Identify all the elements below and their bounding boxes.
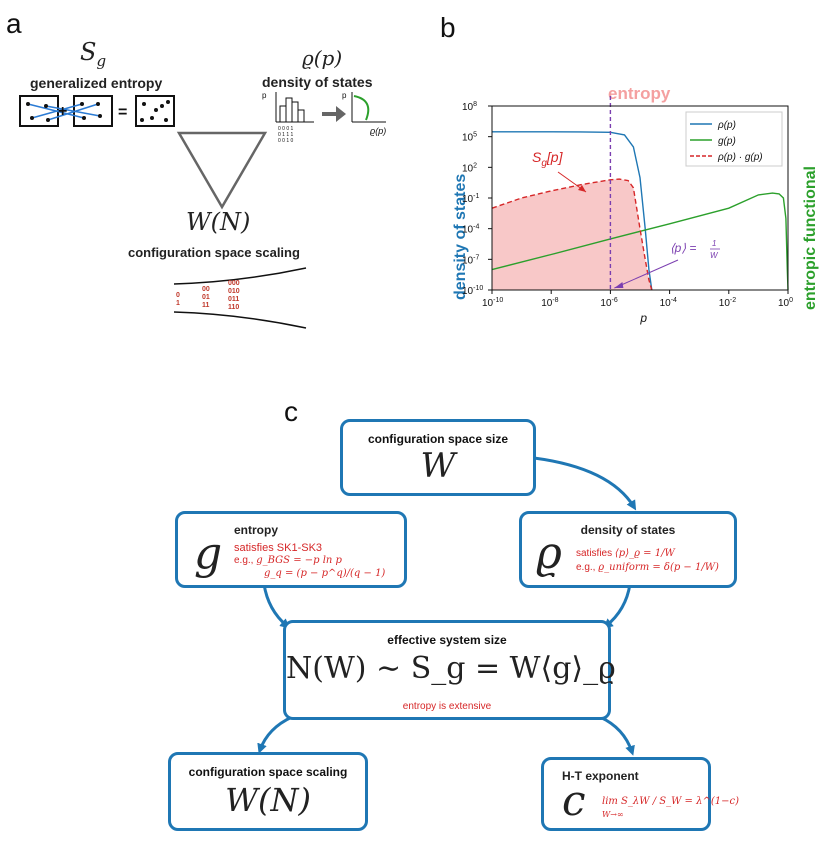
rho-big-symbol: ϱ bbox=[536, 528, 562, 579]
y-tick-label-3: 10-1 bbox=[462, 193, 479, 205]
svg-text:0 1 1 1: 0 1 1 1 bbox=[278, 132, 294, 138]
sg-shaded-area bbox=[492, 179, 652, 290]
x-tick-label-5: 100 bbox=[778, 297, 793, 309]
hist-axis-p: p bbox=[262, 91, 267, 100]
mean-p-annotation: ⟨p⟩ = bbox=[670, 241, 696, 255]
entropy-title: entropy bbox=[234, 523, 279, 537]
mean-p-formula: ⟨p⟩_ϱ = 1/W bbox=[614, 548, 675, 559]
funnel-curves-icon bbox=[173, 267, 307, 329]
effective-system-size-title: effective system size bbox=[387, 633, 507, 647]
x-tick-label-3: 10-4 bbox=[660, 297, 677, 309]
rho-symbol: ϱ(p) bbox=[302, 46, 343, 70]
panel-c-letter: c bbox=[284, 396, 298, 427]
panel-a-letter: a bbox=[6, 8, 22, 39]
x-tick-label-0: 10-10 bbox=[482, 297, 503, 309]
y-tick-label-5: 105 bbox=[462, 132, 477, 144]
mean-frac-bottom: W bbox=[710, 251, 719, 260]
ht-limit-sub: W→∞ bbox=[602, 810, 624, 819]
entropy-top-label: entropy bbox=[608, 84, 671, 103]
mean-arrowhead bbox=[614, 282, 624, 288]
ht-exponent-title: H-T exponent bbox=[562, 769, 639, 783]
svg-text:=: = bbox=[118, 104, 127, 121]
c-symbol: c bbox=[562, 776, 586, 825]
x-axis-label: p bbox=[639, 311, 647, 325]
uniform-formula: ϱ_uniform = δ(p − 1/W) bbox=[598, 562, 719, 573]
svg-text:+: + bbox=[58, 103, 67, 120]
extensive-note: entropy is extensive bbox=[402, 701, 492, 712]
sg-annotation: Sg[p] bbox=[532, 149, 564, 169]
x-tick-label-4: 10-2 bbox=[719, 297, 736, 309]
density-satisfies: satisfies ⟨p⟩_ϱ = 1/W bbox=[576, 548, 675, 559]
series-line-0 bbox=[492, 131, 653, 291]
g-q-formula: g_q = (p − p^q)/(q − 1) bbox=[264, 568, 386, 579]
mean-frac-top: 1 bbox=[712, 239, 716, 248]
y-tick-label-0: 10-10 bbox=[462, 285, 483, 297]
ht-exponent-box: H-T exponent c lim S_λW / S_W = λ^(1−c) … bbox=[541, 757, 739, 831]
configuration-space-size-title: configuration space size bbox=[367, 432, 509, 446]
g-symbol: g bbox=[194, 528, 223, 579]
w-of-n-symbol: W(N) bbox=[186, 208, 251, 236]
density-box: density of states ϱ satisfies ⟨p⟩_ϱ = 1/… bbox=[519, 511, 737, 588]
sg-symbol: Sg bbox=[80, 38, 107, 70]
density-histogram-icon: p 0 0 0 1 0 1 1 1 0 0 1 0 p ϱ(p) bbox=[262, 91, 386, 144]
g-bgs-formula: g_BGS = −p ln p bbox=[256, 555, 342, 566]
panel-b-letter: b bbox=[440, 12, 456, 43]
effective-size-formula: N(W) ∼ S_g = W⟨g⟩_ϱ bbox=[286, 651, 616, 686]
x-tick-label-1: 10-8 bbox=[541, 297, 558, 309]
configuration-space-scaling-label: configuration space scaling bbox=[128, 245, 300, 260]
y-tick-label-2: 10-4 bbox=[462, 224, 479, 236]
configuration-space-scaling-title: configuration space scaling bbox=[188, 765, 348, 779]
sg-arrowhead bbox=[578, 185, 586, 192]
curve-axis-p: p bbox=[342, 91, 347, 100]
legend-box bbox=[685, 111, 783, 167]
entropy-eg-line: e.g., g_BGS = −p ln p bbox=[234, 555, 342, 566]
entropy-sk-text: satisfies SK1-SK3 bbox=[234, 542, 323, 554]
x-tick-label-2: 10-6 bbox=[600, 297, 617, 309]
effective-system-size-box: effective system size N(W) ∼ S_g = W⟨g⟩_… bbox=[283, 620, 616, 720]
y-tick-label-4: 102 bbox=[462, 162, 477, 174]
w-symbol: W bbox=[420, 446, 456, 486]
ht-limit-formula: lim S_λW / S_W = λ^(1−c) bbox=[602, 796, 739, 807]
triangle-icon bbox=[176, 131, 268, 210]
y-tick-label-6: 108 bbox=[462, 101, 477, 113]
curve-axis-rho: ϱ(p) bbox=[370, 126, 386, 136]
mean-arrow bbox=[614, 259, 679, 289]
legend-label-0: ρ(p) bbox=[717, 120, 736, 131]
legend-label-1: g(p) bbox=[718, 136, 736, 147]
w-of-n-big: W(N) bbox=[225, 781, 311, 819]
generalized-entropy-label: generalized entropy bbox=[30, 75, 163, 91]
svg-text:0 0 1 0: 0 0 1 0 bbox=[278, 138, 294, 144]
configuration-space-scaling-box: configuration space scaling W(N) bbox=[168, 752, 368, 831]
entropy-box: entropy g satisfies SK1-SK3 e.g., g_BGS … bbox=[175, 511, 407, 588]
density-title: density of states bbox=[580, 523, 676, 537]
legend-label-2: ρ(p) · g(p) bbox=[717, 152, 763, 163]
y-tick-label-1: 10-7 bbox=[462, 254, 479, 266]
series-line-2 bbox=[491, 178, 653, 291]
density-of-states-label: density of states bbox=[262, 74, 373, 90]
series-line-1 bbox=[491, 192, 789, 291]
svg-text:0 0 0 1: 0 0 0 1 bbox=[278, 126, 294, 132]
configuration-space-size-box: configuration space size W bbox=[340, 419, 536, 496]
log-log-chart: 10-10 10-8 10-6 10-4 10-2 100 10-10 10-7 10-4 10-… bbox=[462, 96, 793, 325]
entropy-composition-icon: + = bbox=[19, 95, 175, 127]
density-eg: e.g., ϱ_uniform = δ(p − 1/W) bbox=[576, 562, 719, 573]
